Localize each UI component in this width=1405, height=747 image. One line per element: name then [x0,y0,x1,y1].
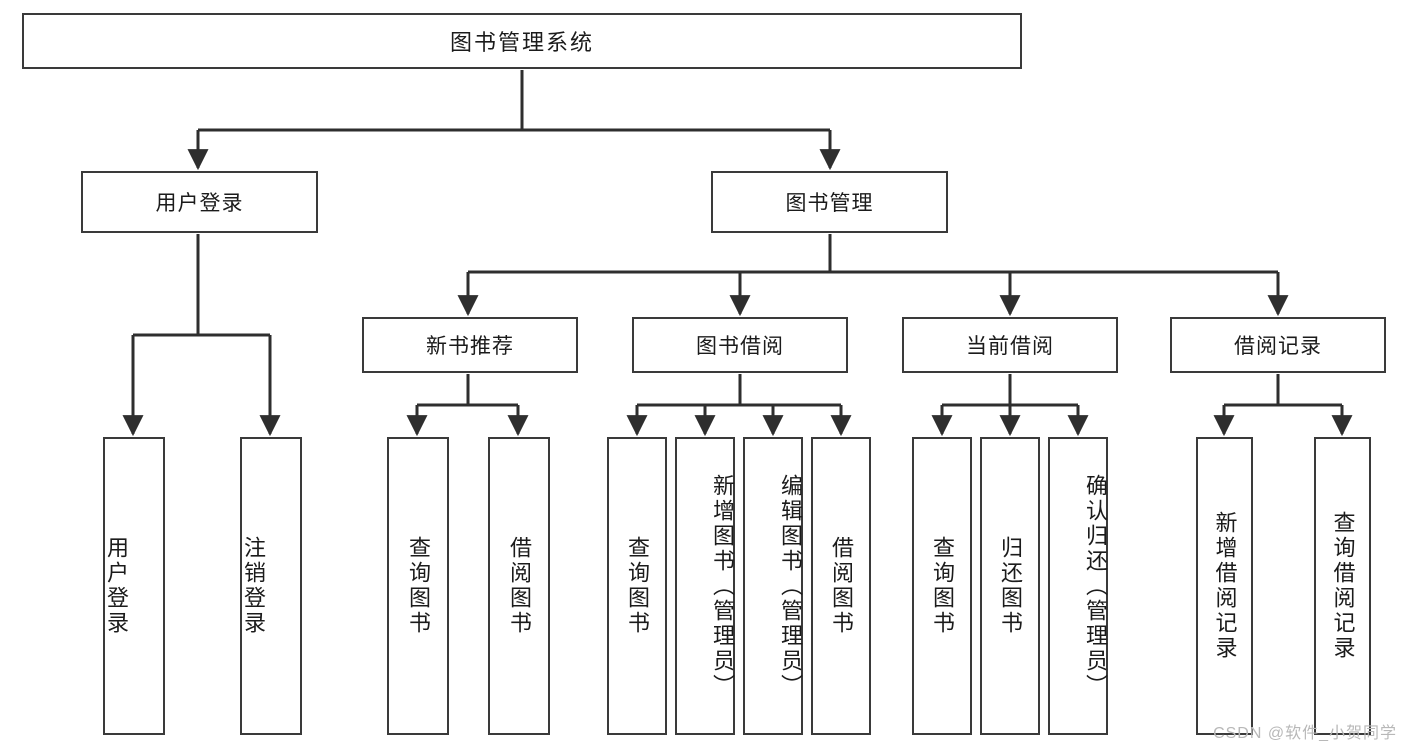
node-label: 用户登录 [155,192,244,215]
node-label: 归还图书 [998,536,1023,636]
node-label: 新增借阅记录 [1212,511,1238,661]
node-label: 查询图书 [930,536,955,636]
node-current-borrow[interactable]: 当前借阅 [902,317,1118,373]
leaf-borrow-add-book-admin[interactable]: 新增图书（管理员） [675,437,735,735]
node-root-system[interactable]: 图书管理系统 [22,13,1022,69]
node-label: 编辑图书（管理员） [778,473,803,699]
node-borrow-record[interactable]: 借阅记录 [1170,317,1386,373]
leaf-current-query-book[interactable]: 查询图书 [912,437,972,735]
node-label: 借阅图书 [829,536,854,636]
node-book-borrow[interactable]: 图书借阅 [632,317,848,373]
node-book-management[interactable]: 图书管理 [711,171,948,233]
node-label: 图书借阅 [696,335,784,358]
leaf-current-return-book[interactable]: 归还图书 [980,437,1040,735]
leaf-current-confirm-return-admin[interactable]: 确认归还（管理员） [1048,437,1108,735]
node-label: 用户登录 [104,536,129,636]
node-label: 查询图书 [406,536,431,636]
node-label: 当前借阅 [966,335,1054,358]
node-new-book-recommend[interactable]: 新书推荐 [362,317,578,373]
node-label: 新增图书（管理员） [710,473,735,699]
node-label: 借阅记录 [1234,335,1322,358]
node-label: 图书管理 [785,192,874,215]
leaf-user-login-signin[interactable]: 用户登录 [103,437,165,735]
node-label: 注销登录 [241,536,266,636]
node-label: 确认归还（管理员） [1083,473,1108,699]
leaf-borrow-edit-book-admin[interactable]: 编辑图书（管理员） [743,437,803,735]
leaf-borrow-borrow-book[interactable]: 借阅图书 [811,437,871,735]
leaf-record-add[interactable]: 新增借阅记录 [1196,437,1253,735]
node-label: 图书管理系统 [449,30,594,55]
leaf-user-login-signout[interactable]: 注销登录 [240,437,302,735]
leaf-borrow-query-book[interactable]: 查询图书 [607,437,667,735]
node-label: 新书推荐 [426,335,514,358]
node-user-login[interactable]: 用户登录 [81,171,318,233]
node-label: 查询图书 [625,536,650,636]
leaf-record-query[interactable]: 查询借阅记录 [1314,437,1371,735]
leaf-new-book-borrow[interactable]: 借阅图书 [488,437,550,735]
node-label: 查询借阅记录 [1330,511,1356,661]
node-label: 借阅图书 [507,536,532,636]
leaf-new-book-query[interactable]: 查询图书 [387,437,449,735]
